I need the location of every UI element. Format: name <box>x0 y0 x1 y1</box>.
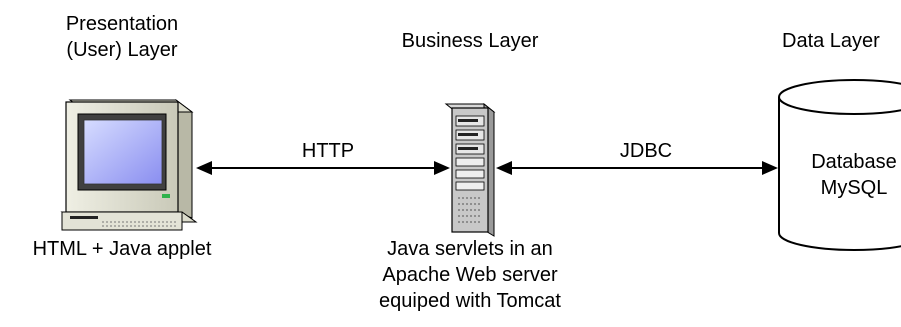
database-label: Database MySQL <box>779 149 901 201</box>
business-layer-title: Business Layer <box>401 30 539 52</box>
business-caption: Java servlets in an Apache Web server eq… <box>360 236 580 314</box>
database-label-line2: MySQL <box>820 177 888 199</box>
jdbc-connector <box>496 161 778 175</box>
presentation-title-line1: Presentation <box>65 13 179 35</box>
data-layer-title: Data Layer <box>782 30 880 52</box>
business-caption-line2: Apache Web server <box>382 264 558 286</box>
desktop-computer-icon <box>60 99 198 231</box>
presentation-layer-title: Presentation (User) Layer <box>34 11 210 63</box>
arrowhead-left <box>496 161 512 175</box>
database-label-line1: Database <box>811 151 897 173</box>
arrowhead-right <box>434 161 450 175</box>
presentation-caption: HTML + Java applet <box>32 238 212 260</box>
arrowhead-right <box>762 161 778 175</box>
jdbc-label: JDBC <box>619 140 673 162</box>
business-caption-line1: Java servlets in an <box>387 238 553 260</box>
http-label: HTTP <box>301 140 355 162</box>
server-tower-icon <box>444 102 496 237</box>
presentation-title-line2: (User) Layer <box>66 39 178 61</box>
http-connector <box>196 161 450 175</box>
arrowhead-left <box>196 161 212 175</box>
database-cylinder-icon <box>778 79 901 251</box>
business-caption-line3: equiped with Tomcat <box>379 290 561 312</box>
